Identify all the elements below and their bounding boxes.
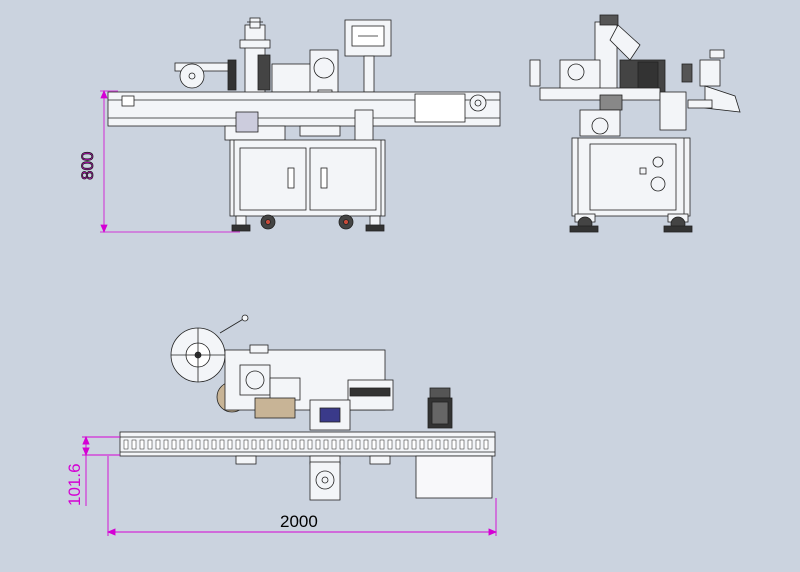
chain-link	[243, 439, 249, 450]
chain-link	[395, 439, 401, 450]
chain-link	[355, 439, 361, 450]
chain-link	[411, 439, 417, 450]
chain-link	[171, 439, 177, 450]
front-height-label: 800	[78, 152, 97, 180]
chain-link	[403, 439, 409, 450]
chain-link	[283, 439, 289, 450]
conveyor-chain-links	[123, 439, 489, 450]
chain-link	[179, 439, 185, 450]
top-view	[119, 314, 496, 501]
chain-link	[475, 439, 481, 450]
chain-link	[443, 439, 449, 450]
chain-link	[187, 439, 193, 450]
chain-link	[371, 439, 377, 450]
chain-link	[131, 439, 137, 450]
chain-link	[459, 439, 465, 450]
chain-link	[251, 439, 257, 450]
chain-link	[267, 439, 273, 450]
chain-link	[299, 439, 305, 450]
top-dimensions	[82, 435, 498, 536]
chain-link	[123, 439, 129, 450]
front-height-dimension	[100, 89, 240, 234]
chain-link	[163, 439, 169, 450]
chain-link	[235, 439, 241, 450]
chain-link	[195, 439, 201, 450]
chain-link	[483, 439, 489, 450]
chain-link	[227, 439, 233, 450]
chain-link	[291, 439, 297, 450]
chain-link	[467, 439, 473, 450]
chain-link	[139, 439, 145, 450]
chain-link	[363, 439, 369, 450]
chain-link	[451, 439, 457, 450]
chain-link	[435, 439, 441, 450]
chain-link	[147, 439, 153, 450]
chain-link	[219, 439, 225, 450]
chain-link	[259, 439, 265, 450]
front-view: 800	[78, 17, 501, 234]
chain-link	[347, 439, 353, 450]
chain-link	[331, 439, 337, 450]
chain-link	[275, 439, 281, 450]
chain-link	[323, 439, 329, 450]
chain-link	[307, 439, 313, 450]
chain-link	[419, 439, 425, 450]
chain-link	[155, 439, 161, 450]
top-width-label: 2000	[280, 512, 318, 531]
side-view	[529, 14, 741, 233]
top-height-label: 101.6	[65, 463, 84, 506]
chain-link	[387, 439, 393, 450]
chain-link	[203, 439, 209, 450]
chain-link	[339, 439, 345, 450]
chain-link	[211, 439, 217, 450]
chain-link	[427, 439, 433, 450]
chain-link	[379, 439, 385, 450]
chain-link	[315, 439, 321, 450]
